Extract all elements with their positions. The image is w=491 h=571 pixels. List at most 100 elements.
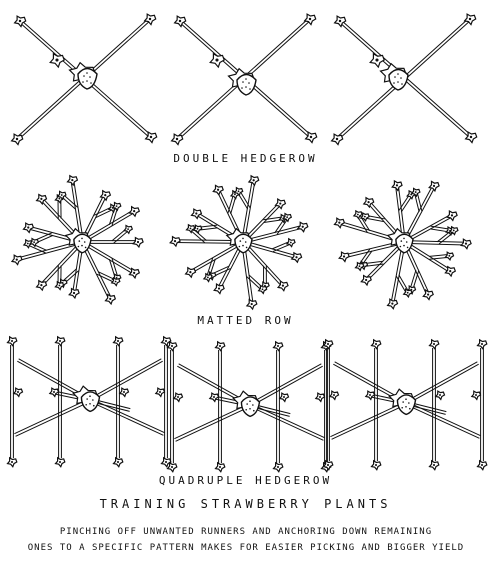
plantlet-center (219, 466, 221, 468)
plantlet-center (364, 216, 366, 218)
plantlet-center (391, 303, 393, 305)
plantlet-center (310, 136, 312, 138)
plantlet-center (117, 461, 119, 463)
strawberry-seed (245, 409, 247, 411)
strawberry-fruit (78, 69, 97, 90)
strawberry-seed (81, 245, 83, 247)
plantlet-center (55, 58, 58, 61)
plantlet-center (11, 461, 13, 463)
plantlet-center (150, 136, 152, 138)
strawberry-seed (245, 86, 247, 88)
plantlet-center (133, 272, 135, 274)
plantlet-center (433, 343, 435, 345)
plantlet-center (433, 464, 435, 466)
plantlet-center (104, 194, 106, 196)
strawberry-seed (397, 73, 399, 75)
plantlet-center (195, 212, 197, 214)
plantlet-center (302, 226, 304, 228)
runner-stem (327, 348, 330, 461)
strawberry-seed (400, 77, 402, 79)
plantlet-center (375, 343, 377, 345)
plantlet-center (59, 340, 61, 342)
plantlet-center (290, 242, 292, 244)
runner-stem (89, 359, 162, 401)
strawberry-seed (85, 247, 87, 249)
plantlet-center (433, 185, 435, 187)
strawberry-seed (402, 401, 404, 403)
plantlet-center (53, 391, 55, 393)
plantlet-center (407, 292, 409, 294)
plantlet-center (396, 184, 398, 186)
double-hedgerow-plant-1 (12, 14, 157, 145)
runner-stem (219, 350, 222, 463)
quadruple-hedgerow-plant-3 (324, 340, 487, 470)
strawberry-seed (90, 82, 92, 84)
strawberry-seed (245, 78, 247, 80)
strawberry-seed (248, 82, 250, 84)
strawberry-seed (240, 240, 242, 242)
strawberry-fruit (389, 70, 408, 91)
plantlet-center (176, 138, 178, 140)
plantlet-center (277, 345, 279, 347)
plantlet-center (338, 222, 340, 224)
strawberry-seed (409, 408, 411, 410)
plantlet-center (116, 205, 118, 207)
plantlet-center (218, 287, 220, 289)
double-hedgerow-label: DOUBLE HEDGEROW (0, 152, 491, 165)
plantlet-center (189, 271, 191, 273)
strawberry-seed (401, 83, 403, 85)
quadruple-hedgerow-plant-1 (8, 337, 171, 467)
caption-line-2: ONES TO A SPECIFIC PATTERN MAKES FOR EAS… (6, 543, 486, 553)
plantlet-center (369, 394, 371, 396)
matted-row-plant-1 (12, 176, 143, 304)
runner-stem (174, 404, 250, 442)
strawberry-seed (245, 241, 247, 243)
plantlet-center (327, 464, 329, 466)
plantlet-center (309, 18, 311, 20)
plantlet-center (171, 466, 173, 468)
runner-stem (481, 348, 484, 461)
plantlet-center (137, 241, 139, 243)
plantlet-center (262, 288, 264, 290)
plantlet-center (415, 191, 417, 193)
strawberry-seed (405, 406, 407, 408)
runner-stem (405, 362, 478, 404)
plantlet-center (217, 189, 219, 191)
matted-row-plant-2 (170, 176, 308, 309)
plantlet-center (357, 214, 359, 216)
strawberry-seed (249, 400, 251, 402)
strawberry-seed (249, 408, 251, 410)
plantlet-center (40, 198, 42, 200)
plantlet-center (470, 136, 472, 138)
plantlet-center (465, 243, 467, 245)
runner-stem (165, 345, 168, 458)
plantlet-center (174, 240, 176, 242)
strawberry-seed (406, 241, 408, 243)
plantlet-center (16, 259, 18, 261)
plantlet-center (253, 179, 255, 181)
plantlet-center (11, 340, 13, 342)
page-title: TRAINING STRAWBERRY PLANTS (0, 497, 491, 511)
strawberry-seed (84, 241, 86, 243)
plantlet-center (453, 230, 455, 232)
plantlet-center (213, 396, 215, 398)
plantlet-center (336, 138, 338, 140)
strawberry-seed (405, 398, 407, 400)
runner-stem (375, 348, 378, 461)
strawberry-seed (401, 407, 403, 409)
strawberry-seed (82, 81, 84, 83)
plantlet-center (295, 256, 297, 258)
plantlet-center (17, 391, 19, 393)
strawberry-fruit (237, 75, 256, 96)
matted-row-plant-3 (335, 181, 472, 309)
strawberry-seed (394, 76, 396, 78)
plantlet-center (58, 198, 60, 200)
plantlet-center (367, 201, 369, 203)
plantlet-center (71, 179, 73, 181)
strawberry-seed (89, 395, 91, 397)
plantlet-center (448, 255, 450, 257)
strawberry-seed (81, 238, 83, 240)
strawberry-seed (403, 238, 405, 240)
runner-stem (249, 364, 322, 406)
